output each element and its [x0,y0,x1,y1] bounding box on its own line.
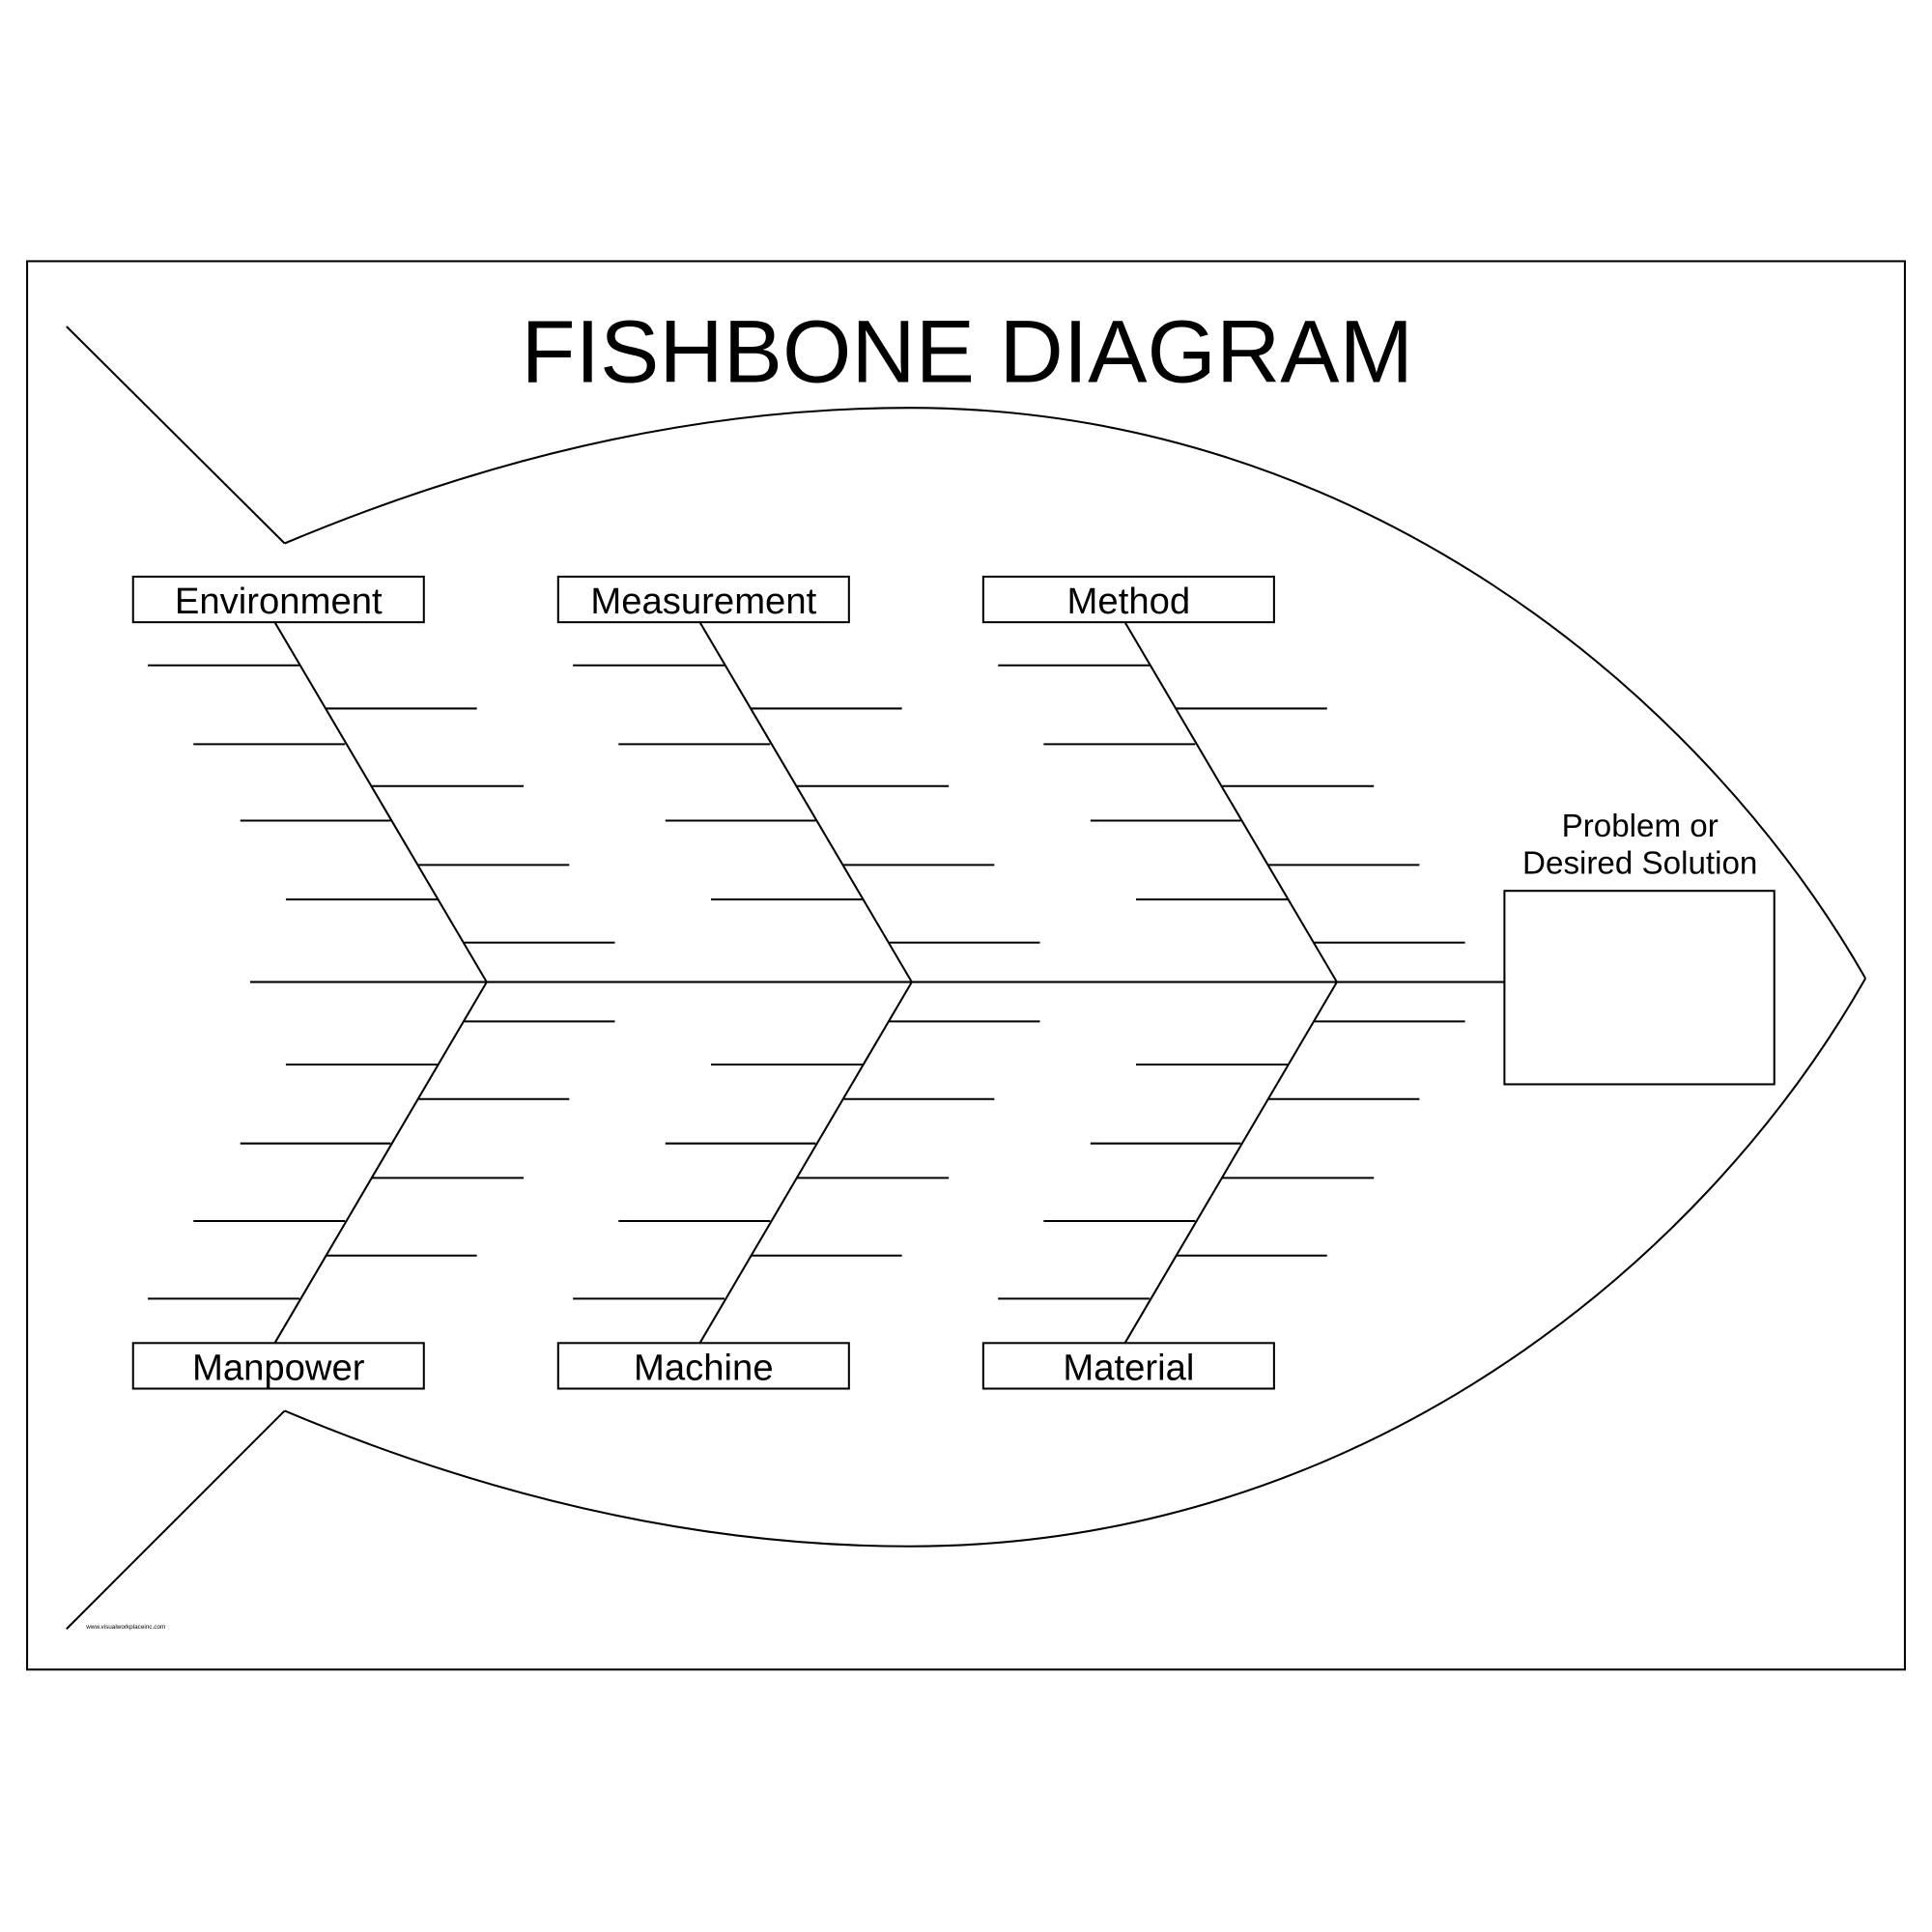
bone-diagonal-bottom [1123,981,1338,1344]
bone-diagonal-top [698,621,913,983]
category-label-manpower: Manpower [192,1348,365,1389]
category-box-top[interactable] [981,575,1275,624]
diagram-title: FISHBONE DIAGRAM [522,302,1413,401]
category-box-top[interactable] [131,575,425,624]
bone-diagonal-bottom [273,981,488,1344]
frame-border [26,260,1906,1671]
category-box-top[interactable] [556,575,850,624]
category-label-environment: Environment [175,581,383,622]
category-box-bottom[interactable] [131,1342,425,1390]
category-box-bottom[interactable] [981,1342,1275,1390]
problem-label-line1: Problem or [1562,809,1719,844]
problem-box[interactable] [1503,890,1776,1086]
category-label-machine: Machine [634,1348,774,1389]
footer-url: www.visualworkplaceinc.com [85,1624,165,1631]
category-label-measurement: Measurement [590,581,816,622]
category-label-method: Method [1067,581,1191,622]
category-label-material: Material [1063,1348,1194,1389]
fish-body-lower [284,978,1867,1548]
bone-diagonal-top [273,621,488,983]
tail-upper [66,326,286,545]
category-box-bottom[interactable] [556,1342,850,1390]
fish-body-upper [284,407,1867,980]
tail-lower [66,1409,286,1630]
bone-diagonal-bottom [698,981,913,1344]
problem-label-line2: Desired Solution [1522,845,1757,881]
bone-diagonal-top [1123,621,1338,983]
